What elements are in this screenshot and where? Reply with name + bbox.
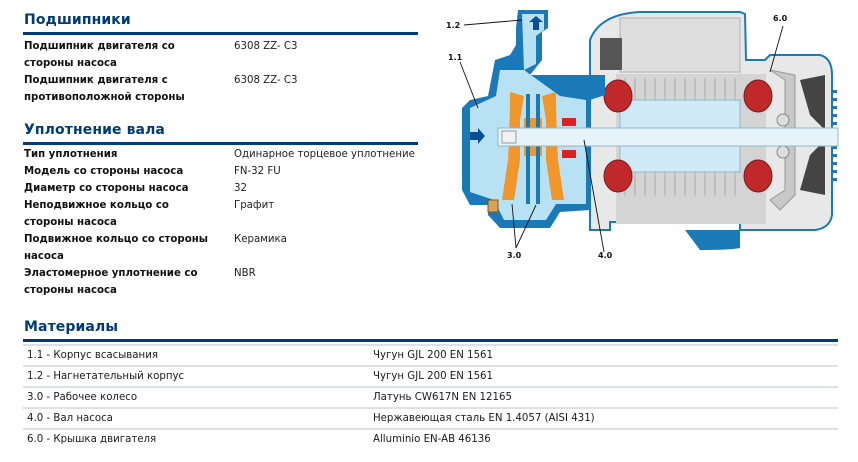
spec-key-line: Подшипник двигателя со	[24, 41, 175, 52]
spec-key: Диаметр со стороны насоса	[24, 183, 189, 194]
spec-value: NBR	[234, 268, 256, 279]
table-row: 1.2 - Нагнетательный корпус Чугун GJL 20…	[23, 365, 838, 386]
spec-key-line: противоположной стороны	[24, 92, 185, 103]
part-cell: 3.0 - Рабочее колесо	[27, 392, 138, 403]
material-cell: Чугун GJL 200 EN 1561	[373, 350, 494, 361]
spec-row: Неподвижное кольцо со стороны насоса Гра…	[24, 197, 415, 231]
material-cell: Нержавеющая сталь EN 1.4057 (AISI 431)	[373, 413, 595, 424]
material-cell: Чугун GJL 200 EN 1561	[373, 371, 494, 382]
callout-4-0: 4.0	[598, 251, 613, 260]
spec-key-line: Подшипник двигателя с	[24, 75, 168, 86]
pump-casing	[462, 10, 605, 228]
spec-key-line: стороны насоса	[24, 285, 117, 296]
spec-row: Подшипник двигателя с противоположной ст…	[24, 72, 297, 106]
spec-value: 32	[234, 183, 247, 194]
spec-key-line: стороны насоса	[24, 58, 117, 69]
bearings-spec-list: Подшипник двигателя со стороны насоса 63…	[24, 38, 297, 106]
spec-row: Диаметр со стороны насоса 32	[24, 180, 415, 197]
spec-value: Керамика	[234, 234, 287, 245]
spec-value: Графит	[234, 200, 275, 211]
section-title-materials: Материалы	[24, 319, 119, 335]
spec-key: Подвижное кольцо со стороны насоса	[24, 231, 234, 265]
part-cell: 1.1 - Корпус всасывания	[27, 350, 158, 361]
spec-value: Одинарное торцевое уплотнение	[234, 149, 415, 160]
spec-key: Тип уплотнения	[24, 149, 118, 160]
pump-shaft	[497, 127, 839, 147]
section-title-bearings: Подшипники	[24, 12, 131, 28]
pump-cutaway-diagram: 1.2 1.1 6.0 3.0 4.0	[446, 10, 839, 260]
shaft-nut	[501, 130, 517, 144]
spec-row: Подшипник двигателя со стороны насоса 63…	[24, 38, 297, 72]
section-title-shaft-seal: Уплотнение вала	[24, 122, 165, 138]
spec-row: Эластомерное уплотнение со стороны насос…	[24, 265, 415, 299]
part-cell: 6.0 - Крышка двигателя	[27, 434, 157, 445]
shaft-seal-spec-list: Тип уплотнения Одинарное торцевое уплотн…	[24, 146, 415, 299]
section-rule	[23, 142, 418, 145]
spec-key-line: Неподвижное кольцо со	[24, 200, 169, 211]
spec-key: Подшипник двигателя со стороны насоса	[24, 38, 234, 72]
section-rule	[23, 32, 418, 35]
spec-key: Подшипник двигателя с противоположной ст…	[24, 72, 234, 106]
table-row: 1.1 - Корпус всасывания Чугун GJL 200 EN…	[23, 344, 838, 365]
section-rule	[23, 339, 838, 342]
spec-key: Неподвижное кольцо со стороны насоса	[24, 197, 234, 231]
part-cell: 1.2 - Нагнетательный корпус	[27, 371, 185, 382]
callout-3-0: 3.0	[507, 251, 522, 260]
callout-leaders	[459, 19, 784, 253]
spec-value: 6308 ZZ- C3	[234, 41, 298, 52]
spec-value: FN-32 FU	[234, 166, 281, 177]
table-row: 4.0 - Вал насоса Нержавеющая сталь EN 1.…	[23, 407, 838, 428]
part-cell: 4.0 - Вал насоса	[27, 413, 113, 424]
spec-key-line: Подвижное кольцо со стороны	[24, 234, 208, 245]
table-row: 6.0 - Крышка двигателя Alluminio EN-AB 4…	[23, 428, 838, 449]
spec-key-line: стороны насоса	[24, 217, 117, 228]
table-row: 3.0 - Рабочее колесо Латунь CW617N EN 12…	[23, 386, 838, 407]
materials-table: 1.1 - Корпус всасывания Чугун GJL 200 EN…	[23, 344, 838, 449]
spec-key-line: насоса	[24, 251, 64, 262]
callout-6-0: 6.0	[773, 14, 788, 23]
spec-row: Тип уплотнения Одинарное торцевое уплотн…	[24, 146, 415, 163]
spec-row: Модель со стороны насоса FN-32 FU	[24, 163, 415, 180]
spec-key: Модель со стороны насоса	[24, 166, 184, 177]
callout-1-2: 1.2	[446, 21, 460, 30]
material-cell: Латунь CW617N EN 12165	[373, 392, 512, 403]
material-cell: Alluminio EN-AB 46136	[373, 434, 491, 445]
callout-1-1: 1.1	[448, 53, 463, 62]
spec-value: 6308 ZZ- C3	[234, 75, 298, 86]
spec-key: Эластомерное уплотнение со стороны насос…	[24, 265, 234, 299]
spec-key-line: Эластомерное уплотнение со	[24, 268, 198, 279]
spec-row: Подвижное кольцо со стороны насоса Керам…	[24, 231, 415, 265]
